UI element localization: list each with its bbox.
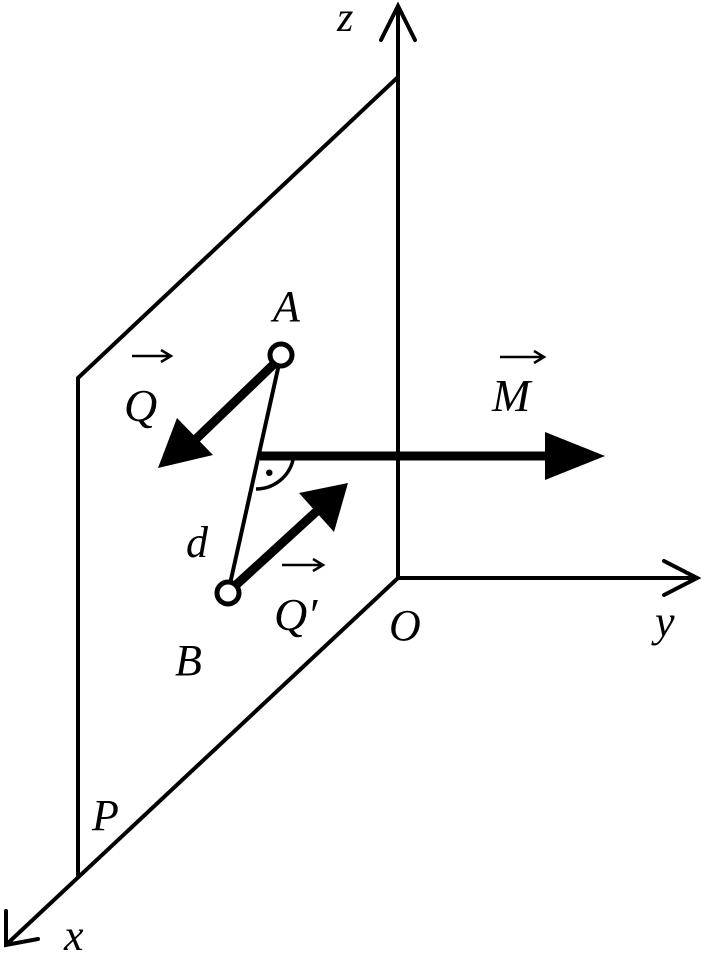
q-overarrow-head	[160, 348, 174, 364]
point-a-label: A	[270, 282, 301, 331]
plane-p-label: P	[91, 791, 119, 840]
plane-p-outline	[76, 75, 400, 877]
force-q-vector	[158, 359, 279, 468]
force-q-prime-label: Q′	[274, 589, 318, 640]
force-q-prime-vector	[232, 483, 348, 589]
z-axis-arrowhead	[379, 1, 417, 42]
distance-d-label: d	[186, 518, 209, 567]
y-axis-arrowhead	[662, 559, 701, 597]
x-axis-label: x	[63, 911, 84, 954]
segment-ab	[226, 354, 283, 594]
point-b-marker	[214, 579, 242, 607]
moment-m-label: M	[491, 370, 533, 421]
force-q-arrowhead	[158, 418, 213, 468]
right-angle-arc	[255, 459, 295, 491]
perpendicular-dot: ·	[264, 450, 274, 495]
origin-label: O	[389, 601, 421, 650]
m-overarrow-head	[533, 349, 547, 365]
moment-m-vector	[260, 432, 605, 480]
label-vector-arrows	[132, 348, 547, 573]
x-axis-line	[6, 576, 400, 945]
force-q-label: Q	[124, 380, 157, 431]
moment-m-arrowhead	[545, 432, 605, 480]
force-q-prime-arrowhead	[299, 483, 348, 532]
point-a-marker	[267, 341, 295, 369]
z-axis-label: z	[336, 0, 353, 41]
x-axis-arrowhead	[4, 909, 40, 948]
coordinate-axes	[4, 1, 701, 948]
y-axis-label: y	[651, 597, 675, 646]
point-b-label: B	[175, 636, 202, 685]
q-prime-overarrow-head	[312, 557, 326, 573]
